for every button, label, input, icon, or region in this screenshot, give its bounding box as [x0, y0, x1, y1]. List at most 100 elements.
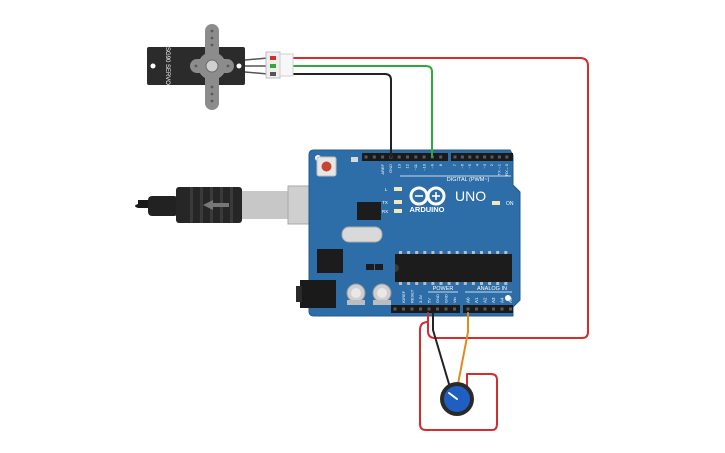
potentiometer[interactable] [440, 382, 474, 416]
digital-pin-label: 13 [396, 163, 401, 168]
analog-pin-label: A0 [466, 297, 471, 303]
arduino-logo-icon [409, 186, 446, 206]
analog-pin-label: A3 [491, 297, 496, 303]
bottom-pin-holes [393, 307, 512, 311]
pin-hole[interactable] [453, 307, 456, 311]
digital-pin-label: 7 [452, 163, 457, 166]
pin-hole[interactable] [439, 155, 443, 159]
led-rx [394, 209, 402, 213]
pin-hole[interactable] [436, 307, 439, 311]
pin-hole[interactable] [419, 307, 422, 311]
pin-hole[interactable] [475, 307, 478, 311]
led-l [394, 187, 402, 191]
wires [292, 57, 589, 431]
pin-hole[interactable] [475, 155, 479, 159]
crystal-oscillator [341, 226, 383, 243]
servo-connector [244, 51, 294, 79]
pin-hole[interactable] [397, 155, 401, 159]
capacitor [346, 283, 366, 305]
wire-pot-power [419, 321, 498, 431]
mounting-hole [505, 295, 511, 301]
analog-in-label: ANALOG IN [477, 286, 507, 292]
pin-hole[interactable] [490, 155, 494, 159]
power-pin-label: Vin [452, 297, 457, 303]
digital-pin-label: AREF [380, 163, 385, 174]
capacitor [372, 283, 392, 305]
pin-hole[interactable] [402, 307, 405, 311]
knob-indicator [448, 392, 458, 400]
pin-hole[interactable] [492, 307, 495, 311]
pin-hole[interactable] [406, 155, 409, 159]
pin-hole[interactable] [500, 307, 504, 311]
pin-hole[interactable] [372, 155, 376, 159]
voltage-regulator [317, 249, 343, 273]
on-label: ON [506, 201, 514, 207]
digital-pin-label: TX→1 [497, 163, 502, 175]
pin-hole[interactable] [460, 155, 464, 159]
wire-servo-ground [292, 73, 392, 158]
dc-power-jack [300, 280, 336, 308]
pin-hole[interactable] [393, 307, 397, 311]
smd-component [375, 264, 383, 270]
pin-hole[interactable] [483, 155, 487, 159]
smd-component [351, 157, 358, 162]
servo-horn [190, 24, 234, 110]
pin-hole[interactable] [466, 307, 470, 311]
wire-servo-power-5v [292, 57, 589, 339]
pin-hole[interactable] [422, 155, 426, 159]
led-tx [394, 200, 402, 204]
led-tx-label: TX [382, 200, 388, 205]
wire-servo-signal-d9 [292, 65, 433, 158]
analog-header [463, 305, 513, 313]
pin-hole[interactable] [497, 155, 501, 159]
pin-hole[interactable] [468, 155, 472, 159]
wire-pot-ground [432, 312, 450, 391]
pin-hole[interactable] [483, 307, 487, 311]
brand-label: ARDUINO [410, 205, 445, 214]
pin-hole[interactable] [509, 307, 512, 311]
pin-hole[interactable] [364, 155, 368, 159]
digital-pin-label: 8 [438, 163, 443, 166]
digital-pin-label: ~9 [430, 163, 435, 168]
digital-header-left [362, 153, 448, 161]
usb-interface-chip [357, 202, 381, 220]
power-label: POWER [433, 286, 454, 292]
pin-hole[interactable] [505, 155, 509, 159]
pin-hole[interactable] [444, 307, 448, 311]
digital-pin-label: RX←0 [504, 163, 509, 176]
analog-pin-label: A5 [508, 297, 513, 303]
smd-component [366, 264, 374, 270]
usb-logo-icon [203, 200, 229, 210]
led-on [492, 201, 500, 205]
pin-hole[interactable] [453, 155, 457, 159]
analog-pin-label: A2 [483, 297, 488, 303]
digital-pin-label: ~6 [460, 163, 465, 168]
digital-pin-label: ~11 [413, 163, 418, 170]
servo-model-label: SG90 SERVO [164, 47, 170, 85]
pin-hole[interactable] [427, 307, 431, 311]
pin-hole[interactable] [414, 155, 418, 159]
pin-hole[interactable] [410, 307, 414, 311]
digital-pin-label: ~10 [421, 163, 426, 171]
power-header [391, 305, 460, 313]
reset-button[interactable] [316, 156, 337, 177]
digital-pin-label: 12 [405, 163, 410, 168]
digital-label: DIGITAL (PWM~) [447, 177, 490, 183]
analog-pin-label: A1 [474, 297, 479, 303]
digital-pin-label: GND [388, 164, 393, 173]
power-pin-label: GND [443, 294, 448, 303]
power-pin-label: RESET [409, 289, 414, 303]
led-l-label: L [385, 187, 388, 192]
model-label: UNO [455, 188, 486, 204]
digital-pin-label: ~3 [482, 163, 487, 168]
pin-hole[interactable] [381, 155, 385, 159]
power-pin-label: GND [435, 294, 440, 303]
led-rx-label: RX [382, 209, 388, 214]
digital-pin-label: 2 [489, 163, 494, 166]
atmega-chip [395, 251, 512, 285]
digital-pin-label: 4 [474, 163, 479, 166]
